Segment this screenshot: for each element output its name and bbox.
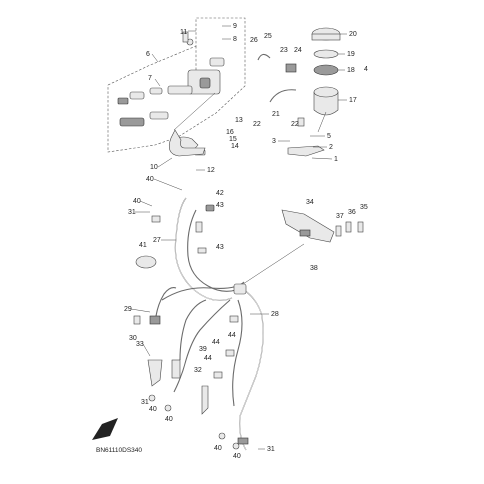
callout-17: 17	[349, 97, 357, 104]
callout-13: 13	[235, 117, 243, 124]
callout-4: 4	[364, 66, 368, 73]
leader-lines	[130, 25, 347, 450]
callout-23: 23	[280, 47, 288, 54]
callout-31-b: 31	[141, 399, 149, 406]
hose-fittings	[133, 204, 364, 450]
callout-29: 29	[124, 306, 132, 313]
callout-2: 2	[329, 144, 333, 151]
callout-30: 30	[129, 335, 137, 342]
callout-43-b: 43	[216, 244, 224, 251]
brake-hose-routing	[155, 197, 264, 451]
callout-40-c: 40	[149, 406, 157, 413]
callout-34: 34	[306, 199, 314, 206]
callout-32: 32	[194, 367, 202, 374]
callout-41: 41	[139, 242, 147, 249]
callout-38: 38	[310, 265, 318, 272]
callout-44-c: 44	[204, 355, 212, 362]
callout-31-c: 31	[267, 446, 275, 453]
callout-1: 1	[334, 156, 338, 163]
callout-9: 9	[233, 23, 237, 30]
hydraulic-unit-bracket	[239, 209, 335, 287]
brake-lever	[168, 92, 216, 157]
callout-22-b: 22	[291, 121, 299, 128]
reservoir-hose	[257, 53, 305, 127]
callout-6: 6	[146, 51, 150, 58]
callout-40-e: 40	[214, 445, 222, 452]
callout-7: 7	[148, 75, 152, 82]
callout-43-a: 43	[216, 202, 224, 209]
callout-40-f: 40	[233, 453, 241, 460]
callout-14: 14	[231, 143, 239, 150]
reservoir-bracket	[287, 145, 325, 157]
callout-27: 27	[153, 237, 161, 244]
callout-18: 18	[347, 67, 355, 74]
callout-40-b: 40	[133, 198, 141, 205]
master-cylinder-assembly-outline	[107, 17, 246, 153]
piston-kit-parts	[117, 31, 194, 127]
callout-16: 16	[226, 129, 234, 136]
callout-21: 21	[272, 111, 280, 118]
callout-44-b: 44	[212, 339, 220, 346]
callout-24: 24	[294, 47, 302, 54]
front-direction-arrow-icon	[92, 418, 118, 440]
callout-42: 42	[216, 190, 224, 197]
callout-15: 15	[229, 136, 237, 143]
callout-11: 11	[180, 29, 187, 36]
callout-3: 3	[272, 138, 276, 145]
callout-5: 5	[327, 133, 331, 140]
callout-40-a: 40	[146, 176, 154, 183]
callout-40-d: 40	[165, 416, 173, 423]
callout-8: 8	[233, 36, 237, 43]
callout-20: 20	[349, 31, 357, 38]
callout-19: 19	[347, 51, 355, 58]
callout-12: 12	[207, 167, 215, 174]
callout-37: 37	[336, 213, 344, 220]
callout-22-a: 22	[253, 121, 261, 128]
callout-44-a: 44	[228, 332, 236, 339]
diagram-code: BN61110DS340	[96, 447, 142, 454]
callout-31-a: 31	[128, 209, 136, 216]
callout-26: 26	[250, 37, 258, 44]
callout-10: 10	[150, 164, 158, 171]
callout-33: 33	[136, 341, 144, 348]
callout-28: 28	[271, 311, 279, 318]
brake-fluid-reservoir	[311, 27, 341, 133]
callout-39: 39	[199, 346, 207, 353]
callout-25: 25	[264, 33, 272, 40]
callout-labels: 11 9 8 6 7 25 26 23 24 20 19 18 17 4 22 …	[124, 23, 368, 460]
callout-35: 35	[360, 204, 368, 211]
callout-36: 36	[348, 209, 356, 216]
